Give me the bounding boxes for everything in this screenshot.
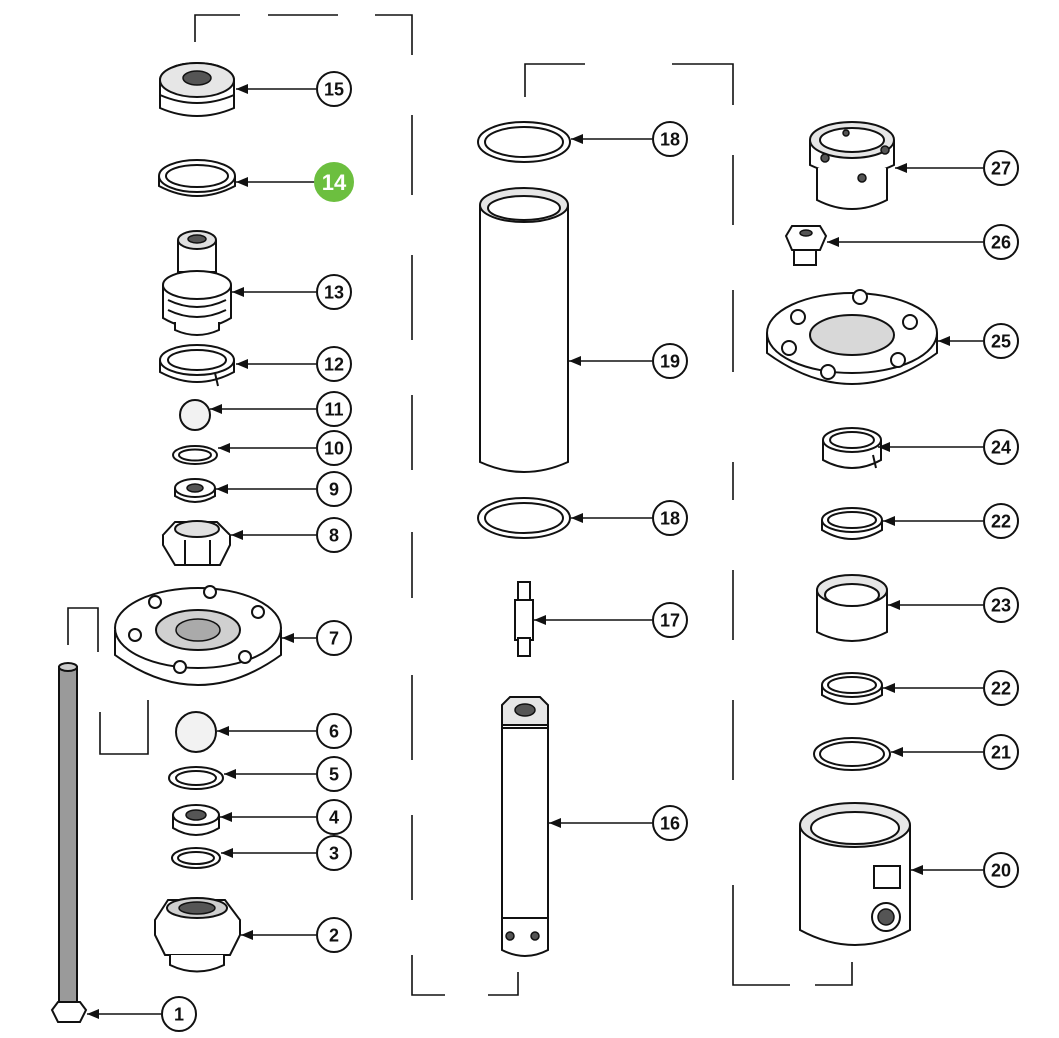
callout-6-label: 6 — [329, 722, 339, 742]
arrowheads — [87, 84, 950, 1019]
callout-26-label: 26 — [991, 233, 1011, 253]
part-14-wiper-ring — [158, 159, 236, 197]
callout-9[interactable]: 9 — [316, 471, 352, 507]
callout-19-label: 19 — [660, 352, 680, 372]
part-22-ring-upper — [821, 507, 883, 540]
assembly-brackets — [67, 14, 853, 996]
callout-27[interactable]: 27 — [983, 150, 1019, 186]
part-6-ball — [175, 711, 217, 753]
part-7-flange — [114, 585, 282, 686]
part-10-o-ring — [172, 445, 218, 465]
part-4-seat — [172, 804, 220, 836]
callout-8-label: 8 — [329, 526, 339, 546]
callout-20-label: 20 — [991, 861, 1011, 881]
callout-5-label: 5 — [329, 765, 339, 785]
callout-26[interactable]: 26 — [983, 224, 1019, 260]
callout-22-lower[interactable]: 22 — [983, 670, 1019, 706]
callout-10[interactable]: 10 — [316, 430, 352, 466]
callout-15-label: 15 — [324, 80, 344, 100]
callout-15[interactable]: 15 — [316, 71, 352, 107]
callout-11-label: 11 — [324, 400, 343, 420]
callout-6[interactable]: 6 — [316, 713, 352, 749]
part-22-ring-lower — [821, 672, 883, 705]
callout-1-label: 1 — [174, 1005, 184, 1025]
callout-18-bottom-label: 18 — [660, 509, 680, 529]
callout-13[interactable]: 13 — [316, 274, 352, 310]
callout-4[interactable]: 4 — [316, 799, 352, 835]
part-26-fitting — [784, 225, 828, 266]
callout-21-label: 21 — [991, 743, 1011, 763]
part-8-hex-nut — [161, 520, 232, 566]
callout-17[interactable]: 17 — [652, 602, 688, 638]
callout-7[interactable]: 7 — [316, 620, 352, 656]
part-13-valve-housing — [162, 230, 232, 336]
callout-18-bottom[interactable]: 18 — [652, 500, 688, 536]
callout-11[interactable]: 11 — [316, 391, 352, 427]
part-16-piston-rod — [501, 696, 549, 957]
callout-3-label: 3 — [329, 844, 339, 864]
callout-22-upper[interactable]: 22 — [983, 503, 1019, 539]
callout-13-label: 13 — [324, 283, 344, 303]
callout-23[interactable]: 23 — [983, 587, 1019, 623]
callout-3[interactable]: 3 — [316, 835, 352, 871]
callout-21[interactable]: 21 — [983, 734, 1019, 770]
callout-14-highlighted[interactable]: 14 — [314, 162, 354, 202]
part-15-gland-nut — [159, 62, 235, 117]
part-21-o-ring — [813, 737, 891, 771]
callout-22-upper-label: 22 — [991, 512, 1011, 532]
callout-5[interactable]: 5 — [316, 756, 352, 792]
callout-7-label: 7 — [329, 629, 339, 649]
callout-17-label: 17 — [660, 611, 680, 631]
callout-4-label: 4 — [329, 808, 339, 828]
part-2-intake-housing — [153, 897, 242, 973]
callout-23-label: 23 — [991, 596, 1011, 616]
callout-16-label: 16 — [660, 814, 680, 834]
part-9-seat-washer — [174, 478, 216, 503]
part-20-outlet-housing — [799, 802, 911, 946]
part-18-o-ring-top — [477, 121, 571, 163]
callout-10-label: 10 — [324, 439, 344, 459]
callout-12[interactable]: 12 — [316, 346, 352, 382]
callout-18-top-label: 18 — [660, 130, 680, 150]
callout-1[interactable]: 1 — [161, 996, 197, 1032]
part-25-flange — [766, 289, 938, 385]
callout-20[interactable]: 20 — [983, 852, 1019, 888]
callout-14-label: 14 — [322, 170, 347, 195]
callout-9-label: 9 — [329, 480, 339, 500]
callout-2[interactable]: 2 — [316, 917, 352, 953]
callout-25-label: 25 — [991, 332, 1011, 352]
callout-8[interactable]: 8 — [316, 517, 352, 553]
part-27-packing-nut — [809, 121, 895, 210]
part-17-pin — [514, 581, 534, 657]
highlight-bubble — [314, 162, 354, 202]
callout-16[interactable]: 16 — [652, 805, 688, 841]
part-5-o-ring — [168, 766, 224, 790]
callout-27-label: 27 — [991, 159, 1011, 179]
callout-24-label: 24 — [991, 438, 1011, 458]
callout-2-label: 2 — [329, 926, 339, 946]
callout-19[interactable]: 19 — [652, 343, 688, 379]
callout-24[interactable]: 24 — [983, 429, 1019, 465]
part-11-ball — [179, 399, 211, 431]
part-24-split-bushing — [822, 427, 882, 469]
callout-18-top[interactable]: 18 — [652, 121, 688, 157]
part-23-sleeve — [816, 574, 888, 642]
part-18-o-ring-bottom — [477, 497, 571, 539]
callout-22-lower-label: 22 — [991, 679, 1011, 699]
callout-12-label: 12 — [324, 355, 344, 375]
part-1-rod — [50, 662, 88, 1023]
part-3-o-ring — [171, 847, 221, 869]
part-12-split-ring — [159, 344, 235, 387]
part-19-cylinder — [479, 187, 569, 473]
callout-25[interactable]: 25 — [983, 323, 1019, 359]
